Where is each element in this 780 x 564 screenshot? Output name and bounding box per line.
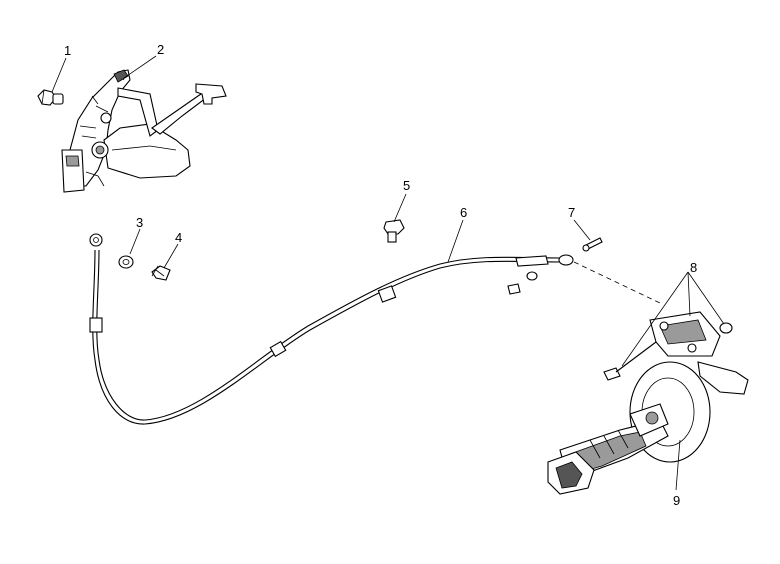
part-8-caliper <box>603 311 749 395</box>
callout-leader-lines <box>51 55 725 491</box>
callout-7: 7 <box>568 205 575 220</box>
callout-1: 1 <box>64 43 71 58</box>
part-5-fastener <box>383 219 405 243</box>
callout-6: 6 <box>460 205 467 220</box>
callout-5: 5 <box>403 178 410 193</box>
part-3-washer <box>118 255 134 269</box>
callout-labels: 1 2 3 4 5 6 7 8 9 <box>64 42 697 508</box>
callout-4: 4 <box>175 230 182 245</box>
part-4-clip <box>151 265 171 281</box>
part-1-bolt <box>37 89 64 106</box>
callout-8: 8 <box>690 260 697 275</box>
connection-dashed-line <box>573 261 663 305</box>
part-2-brake-lever <box>61 69 227 193</box>
callout-2: 2 <box>157 42 164 57</box>
part-7-pin <box>582 237 603 252</box>
part-6-brake-cable <box>89 233 574 425</box>
callout-3: 3 <box>136 215 143 230</box>
part-9-brake-disc <box>547 361 711 495</box>
callout-9: 9 <box>673 493 680 508</box>
